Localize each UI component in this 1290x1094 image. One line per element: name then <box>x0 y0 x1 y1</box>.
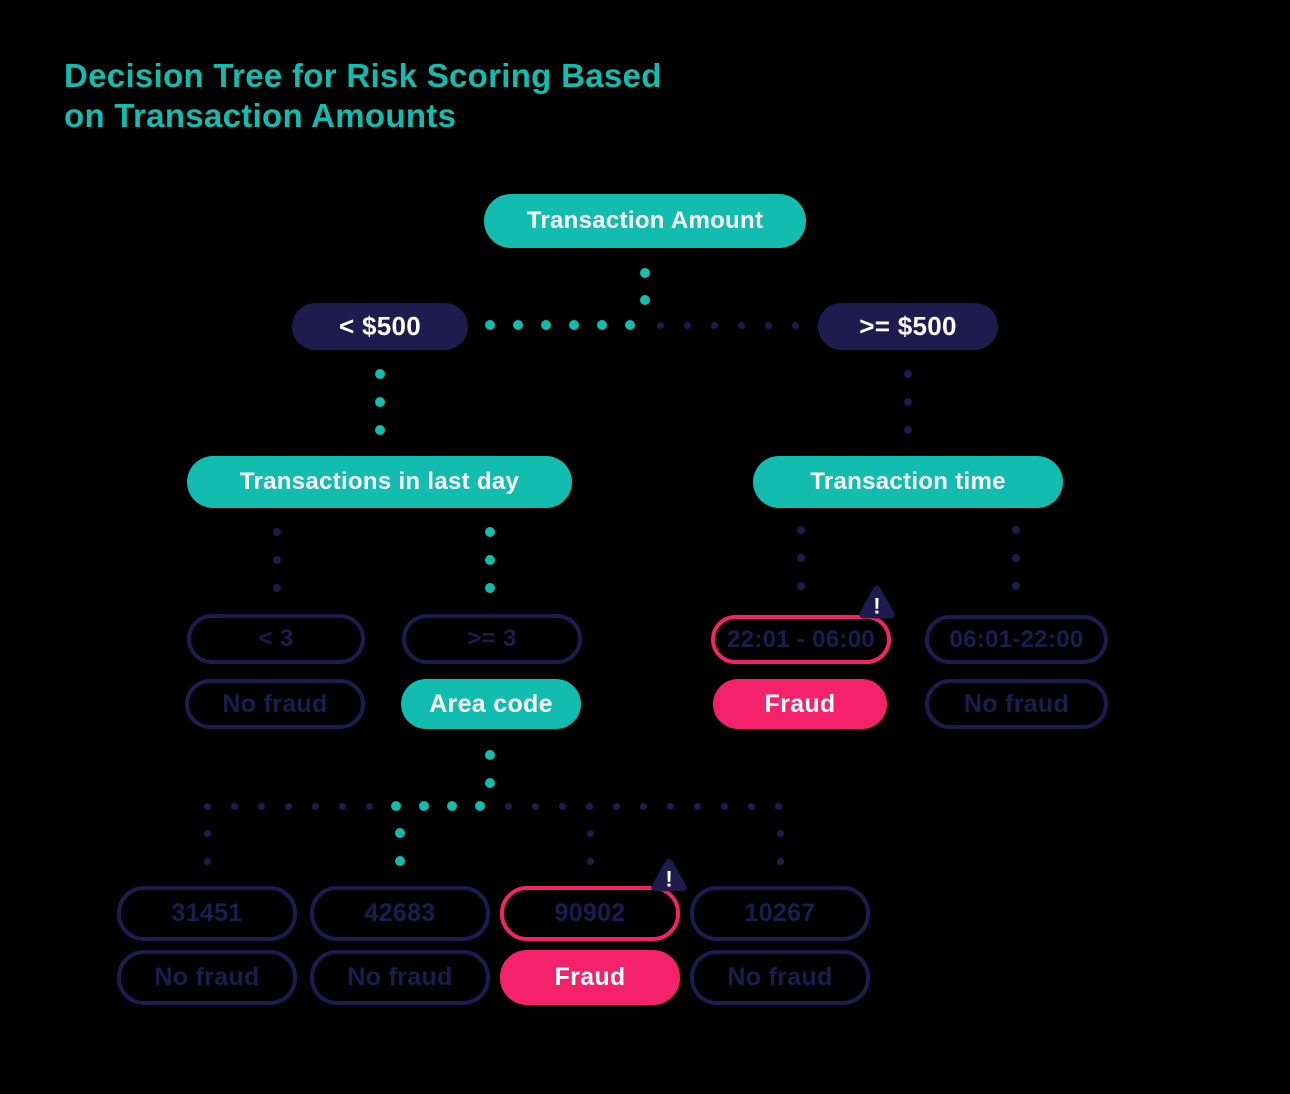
connector-dot <box>391 801 401 811</box>
connector-dot <box>513 320 523 330</box>
node-area-code: Area code <box>401 679 581 729</box>
connector-dot <box>776 829 784 837</box>
connector-dot <box>541 320 551 330</box>
node-code-90902: 90902 <box>500 886 680 941</box>
connector-dot <box>203 857 211 865</box>
connector-dot <box>273 584 281 592</box>
connector-dot <box>791 321 799 329</box>
page-title-line1: Decision Tree for Risk Scoring Based <box>64 57 662 94</box>
connector-dot <box>504 802 512 810</box>
node-transaction-time: Transaction time <box>753 456 1063 508</box>
connector-dot <box>764 321 772 329</box>
connector-dot <box>485 320 495 330</box>
node-code-10267: 10267 <box>690 886 870 941</box>
connector-dot <box>747 802 755 810</box>
connector-dot <box>612 802 620 810</box>
connector-dot <box>569 320 579 330</box>
node-outcome-31451: No fraud <box>117 950 297 1005</box>
node-code-31451: 31451 <box>117 886 297 941</box>
node-no-fraud-lt3: No fraud <box>185 679 365 729</box>
connector-dot <box>585 802 593 810</box>
connector-dot <box>586 829 594 837</box>
connector-dot <box>395 856 405 866</box>
connector-dot <box>257 802 265 810</box>
connector-dot <box>666 802 674 810</box>
connector-dot <box>639 802 647 810</box>
connector-dot <box>904 426 912 434</box>
connector-dot <box>230 802 238 810</box>
connector-dot <box>273 528 281 536</box>
connector-dot <box>640 295 650 305</box>
connector-dot <box>558 802 566 810</box>
connector-dot <box>656 321 664 329</box>
connector-dot <box>375 397 385 407</box>
node-lt-3: < 3 <box>187 614 365 664</box>
connector-dot <box>1012 526 1020 534</box>
connector-dot <box>737 321 745 329</box>
warning-icon: ! <box>855 584 899 624</box>
connector-dot <box>597 320 607 330</box>
connector-dot <box>1012 582 1020 590</box>
connector-dot <box>904 398 912 406</box>
warning-exclamation: ! <box>665 866 672 891</box>
node-no-fraud-day: No fraud <box>925 679 1108 729</box>
node-night-window: 22:01 - 06:00 <box>711 615 891 664</box>
connector-dot <box>485 778 495 788</box>
node-gte-500: >= $500 <box>818 303 998 350</box>
page-title-line2: on Transaction Amounts <box>64 97 457 134</box>
connector-dot <box>640 268 650 278</box>
connector-dot <box>338 802 346 810</box>
connector-dot <box>693 802 701 810</box>
connector-dot <box>485 750 495 760</box>
connector-dot <box>797 582 805 590</box>
node-outcome-90902: Fraud <box>500 950 680 1005</box>
connector-dot <box>710 321 718 329</box>
node-outcome-42683: No fraud <box>310 950 490 1005</box>
warning-icon: ! <box>648 857 690 897</box>
connector-dot <box>904 370 912 378</box>
node-transaction-amount: Transaction Amount <box>484 194 806 248</box>
connector-dot <box>586 857 594 865</box>
connector-dot <box>797 554 805 562</box>
page-title: Decision Tree for Risk Scoring Based on … <box>64 56 662 136</box>
connector-dot <box>203 829 211 837</box>
node-fraud-night: Fraud <box>713 679 887 729</box>
connector-dot <box>683 321 691 329</box>
connector-dot <box>531 802 539 810</box>
connector-dot <box>273 556 281 564</box>
connector-dot <box>447 801 457 811</box>
connector-dot <box>485 583 495 593</box>
node-lt-500: < $500 <box>292 303 468 350</box>
connector-dot <box>284 802 292 810</box>
connector-dot <box>720 802 728 810</box>
node-outcome-10267: No fraud <box>690 950 870 1005</box>
node-gte-3: >= 3 <box>402 614 582 664</box>
connector-dot <box>475 801 485 811</box>
node-day-window: 06:01-22:00 <box>925 615 1108 664</box>
warning-exclamation: ! <box>873 593 880 618</box>
connector-dot <box>625 320 635 330</box>
node-transactions-last-day: Transactions in last day <box>187 456 572 508</box>
connector-dot <box>774 802 782 810</box>
connector-dot <box>375 369 385 379</box>
connector-dot <box>365 802 373 810</box>
connector-dot <box>419 801 429 811</box>
connector-dot <box>485 555 495 565</box>
connector-dot <box>203 802 211 810</box>
connector-dot <box>797 526 805 534</box>
connector-dot <box>395 828 405 838</box>
connector-dot <box>776 857 784 865</box>
node-code-42683: 42683 <box>310 886 490 941</box>
connector-dot <box>485 527 495 537</box>
connector-dot <box>1012 554 1020 562</box>
connector-dot <box>375 425 385 435</box>
connector-dot <box>311 802 319 810</box>
